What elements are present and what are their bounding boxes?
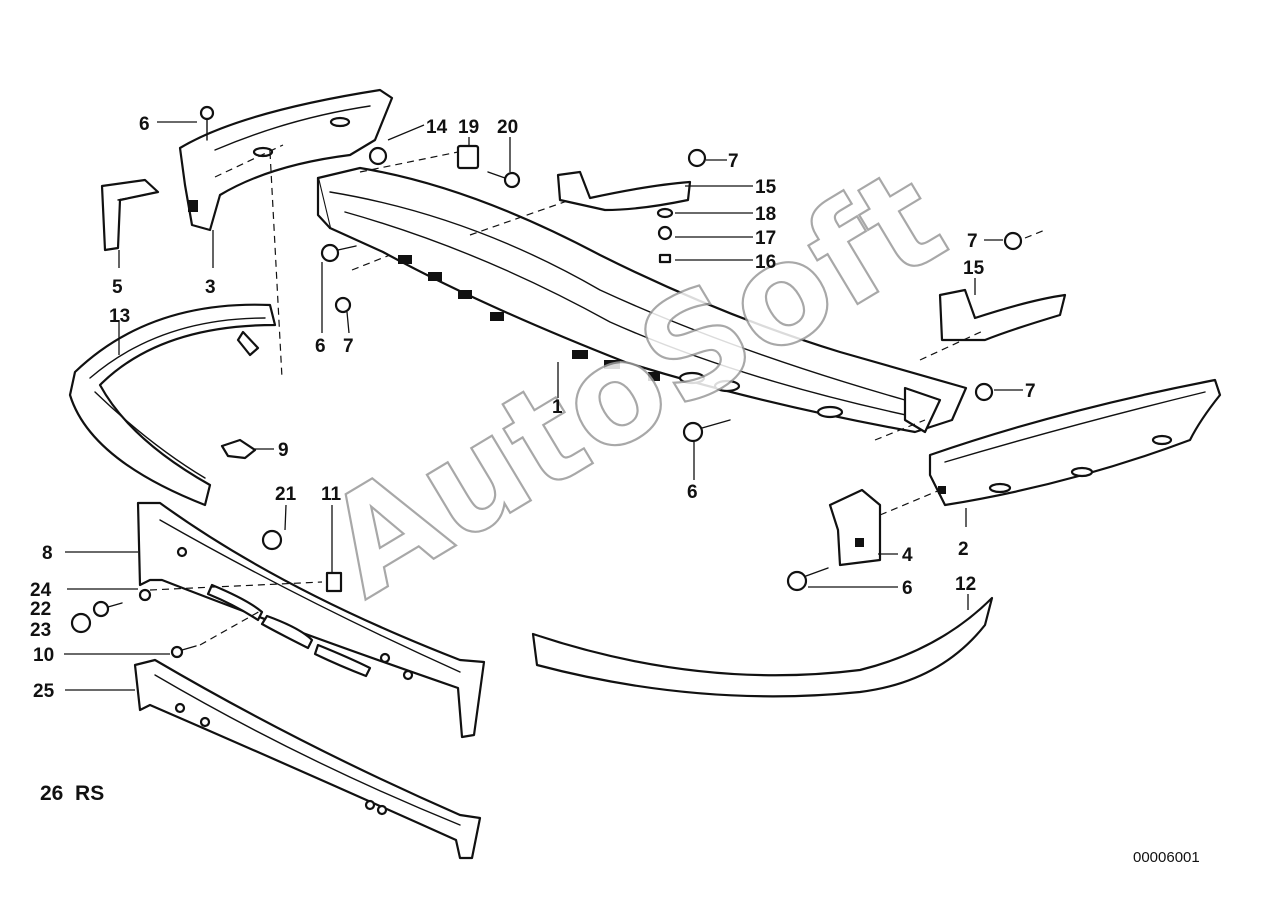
callout-11: 11 <box>321 484 342 505</box>
callout-15: 15 <box>963 258 985 279</box>
fasteners <box>70 105 1023 659</box>
right-corner-bumper <box>928 378 1222 507</box>
leader-lines <box>64 121 1023 691</box>
callout-25: 25 <box>33 681 55 702</box>
callout-7: 7 <box>728 151 739 172</box>
callout-2: 2 <box>958 539 969 560</box>
callout-1: 1 <box>552 397 563 418</box>
callout-24: 24 <box>30 580 52 601</box>
callout-15: 15 <box>755 177 777 198</box>
left-corner-bumper <box>68 303 277 507</box>
bumper-carrier-beam <box>316 166 968 434</box>
callout-7: 7 <box>967 231 978 252</box>
assembly-lines <box>149 144 1046 646</box>
front-grille-panel <box>136 501 486 739</box>
callout-9: 9 <box>278 440 289 461</box>
callout-18: 18 <box>755 204 776 225</box>
footer-label: 26 RS <box>40 782 104 805</box>
callout-19: 19 <box>458 117 479 138</box>
callout-20: 20 <box>497 117 518 138</box>
callout-5: 5 <box>112 277 123 298</box>
small-bracket-4 <box>828 488 882 567</box>
callout-12: 12 <box>955 574 976 595</box>
left-bracket <box>178 88 394 232</box>
small-bracket-5 <box>100 178 160 252</box>
callout-22: 22 <box>30 599 51 620</box>
callout-17: 17 <box>755 228 776 249</box>
callout-4: 4 <box>902 545 913 566</box>
callout-21: 21 <box>275 484 297 505</box>
callout-6: 6 <box>902 578 913 599</box>
callout-13: 13 <box>109 306 130 327</box>
callout-6: 6 <box>139 114 150 135</box>
callout-23: 23 <box>30 620 51 641</box>
callout-14: 14 <box>426 117 448 138</box>
callout-16: 16 <box>755 252 776 273</box>
diagram-code: 00006001 <box>1133 849 1200 866</box>
bracket-15-upper <box>556 170 692 212</box>
callout-6: 6 <box>315 336 326 357</box>
callout-7: 7 <box>343 336 354 357</box>
bracket-15-lower <box>938 288 1067 342</box>
right-trim-strip <box>531 596 994 698</box>
callout-3: 3 <box>205 277 216 298</box>
callout-7: 7 <box>1025 381 1036 402</box>
callout-10: 10 <box>33 645 54 666</box>
lower-valance <box>133 658 482 860</box>
callout-8: 8 <box>42 543 53 564</box>
callouts: 6 3 5 13 6 7 14 19 20 7 15 18 17 16 7 15… <box>30 114 1036 702</box>
callout-6: 6 <box>687 482 698 503</box>
